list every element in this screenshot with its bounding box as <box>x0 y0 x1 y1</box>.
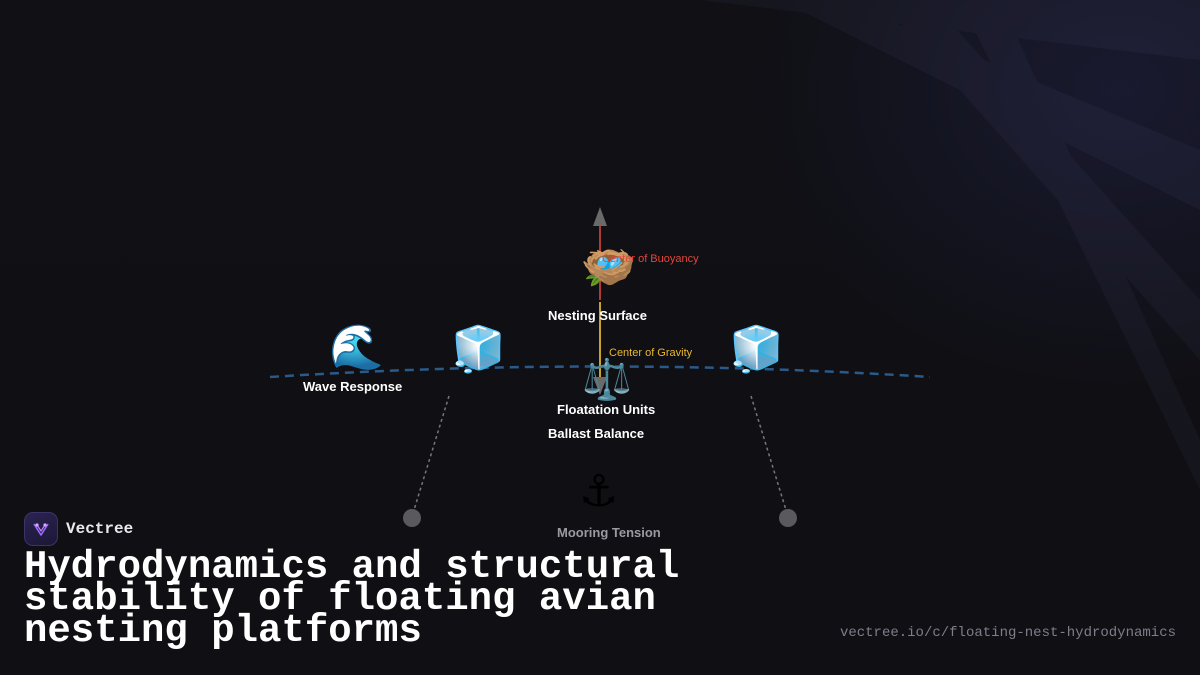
mooring-anchor-point-left <box>403 509 421 527</box>
balance-scale-icon: ⚖️ <box>582 357 632 403</box>
mooring-anchor-point-right <box>779 509 797 527</box>
vectree-logo-icon <box>24 512 58 546</box>
center-of-buoyancy-label: Center of Buoyancy <box>602 253 699 265</box>
anchor-icon: ⚓ <box>579 466 619 517</box>
mooring-tension-label: Mooring Tension <box>557 525 661 540</box>
wave-response-label: Wave Response <box>303 379 403 394</box>
page-title: Hydrodynamics and structural stability o… <box>24 545 680 653</box>
nest-icon: 🪺 <box>581 242 636 293</box>
brand-name: Vectree <box>66 520 134 538</box>
brand: Vectree <box>24 512 133 546</box>
wave-icon: 🌊 <box>329 322 384 373</box>
gravity-arrowhead <box>593 377 607 395</box>
ice-cube-icon: 🧊 <box>451 324 506 375</box>
source-url: vectree.io/c/floating-nest-hydrodynamics <box>839 625 1176 641</box>
mooring-line-right <box>750 395 787 511</box>
nesting-surface-label: Nesting Surface <box>548 308 647 323</box>
ice-cube-icon: 🧊 <box>729 324 784 375</box>
buoyancy-arrowhead <box>593 207 607 226</box>
mooring-line-left <box>413 395 450 511</box>
floatation-units-label: Floatation Units <box>557 402 656 417</box>
ballast-balance-label: Ballast Balance <box>548 426 645 441</box>
center-of-gravity-label: Center of Gravity <box>609 347 693 359</box>
